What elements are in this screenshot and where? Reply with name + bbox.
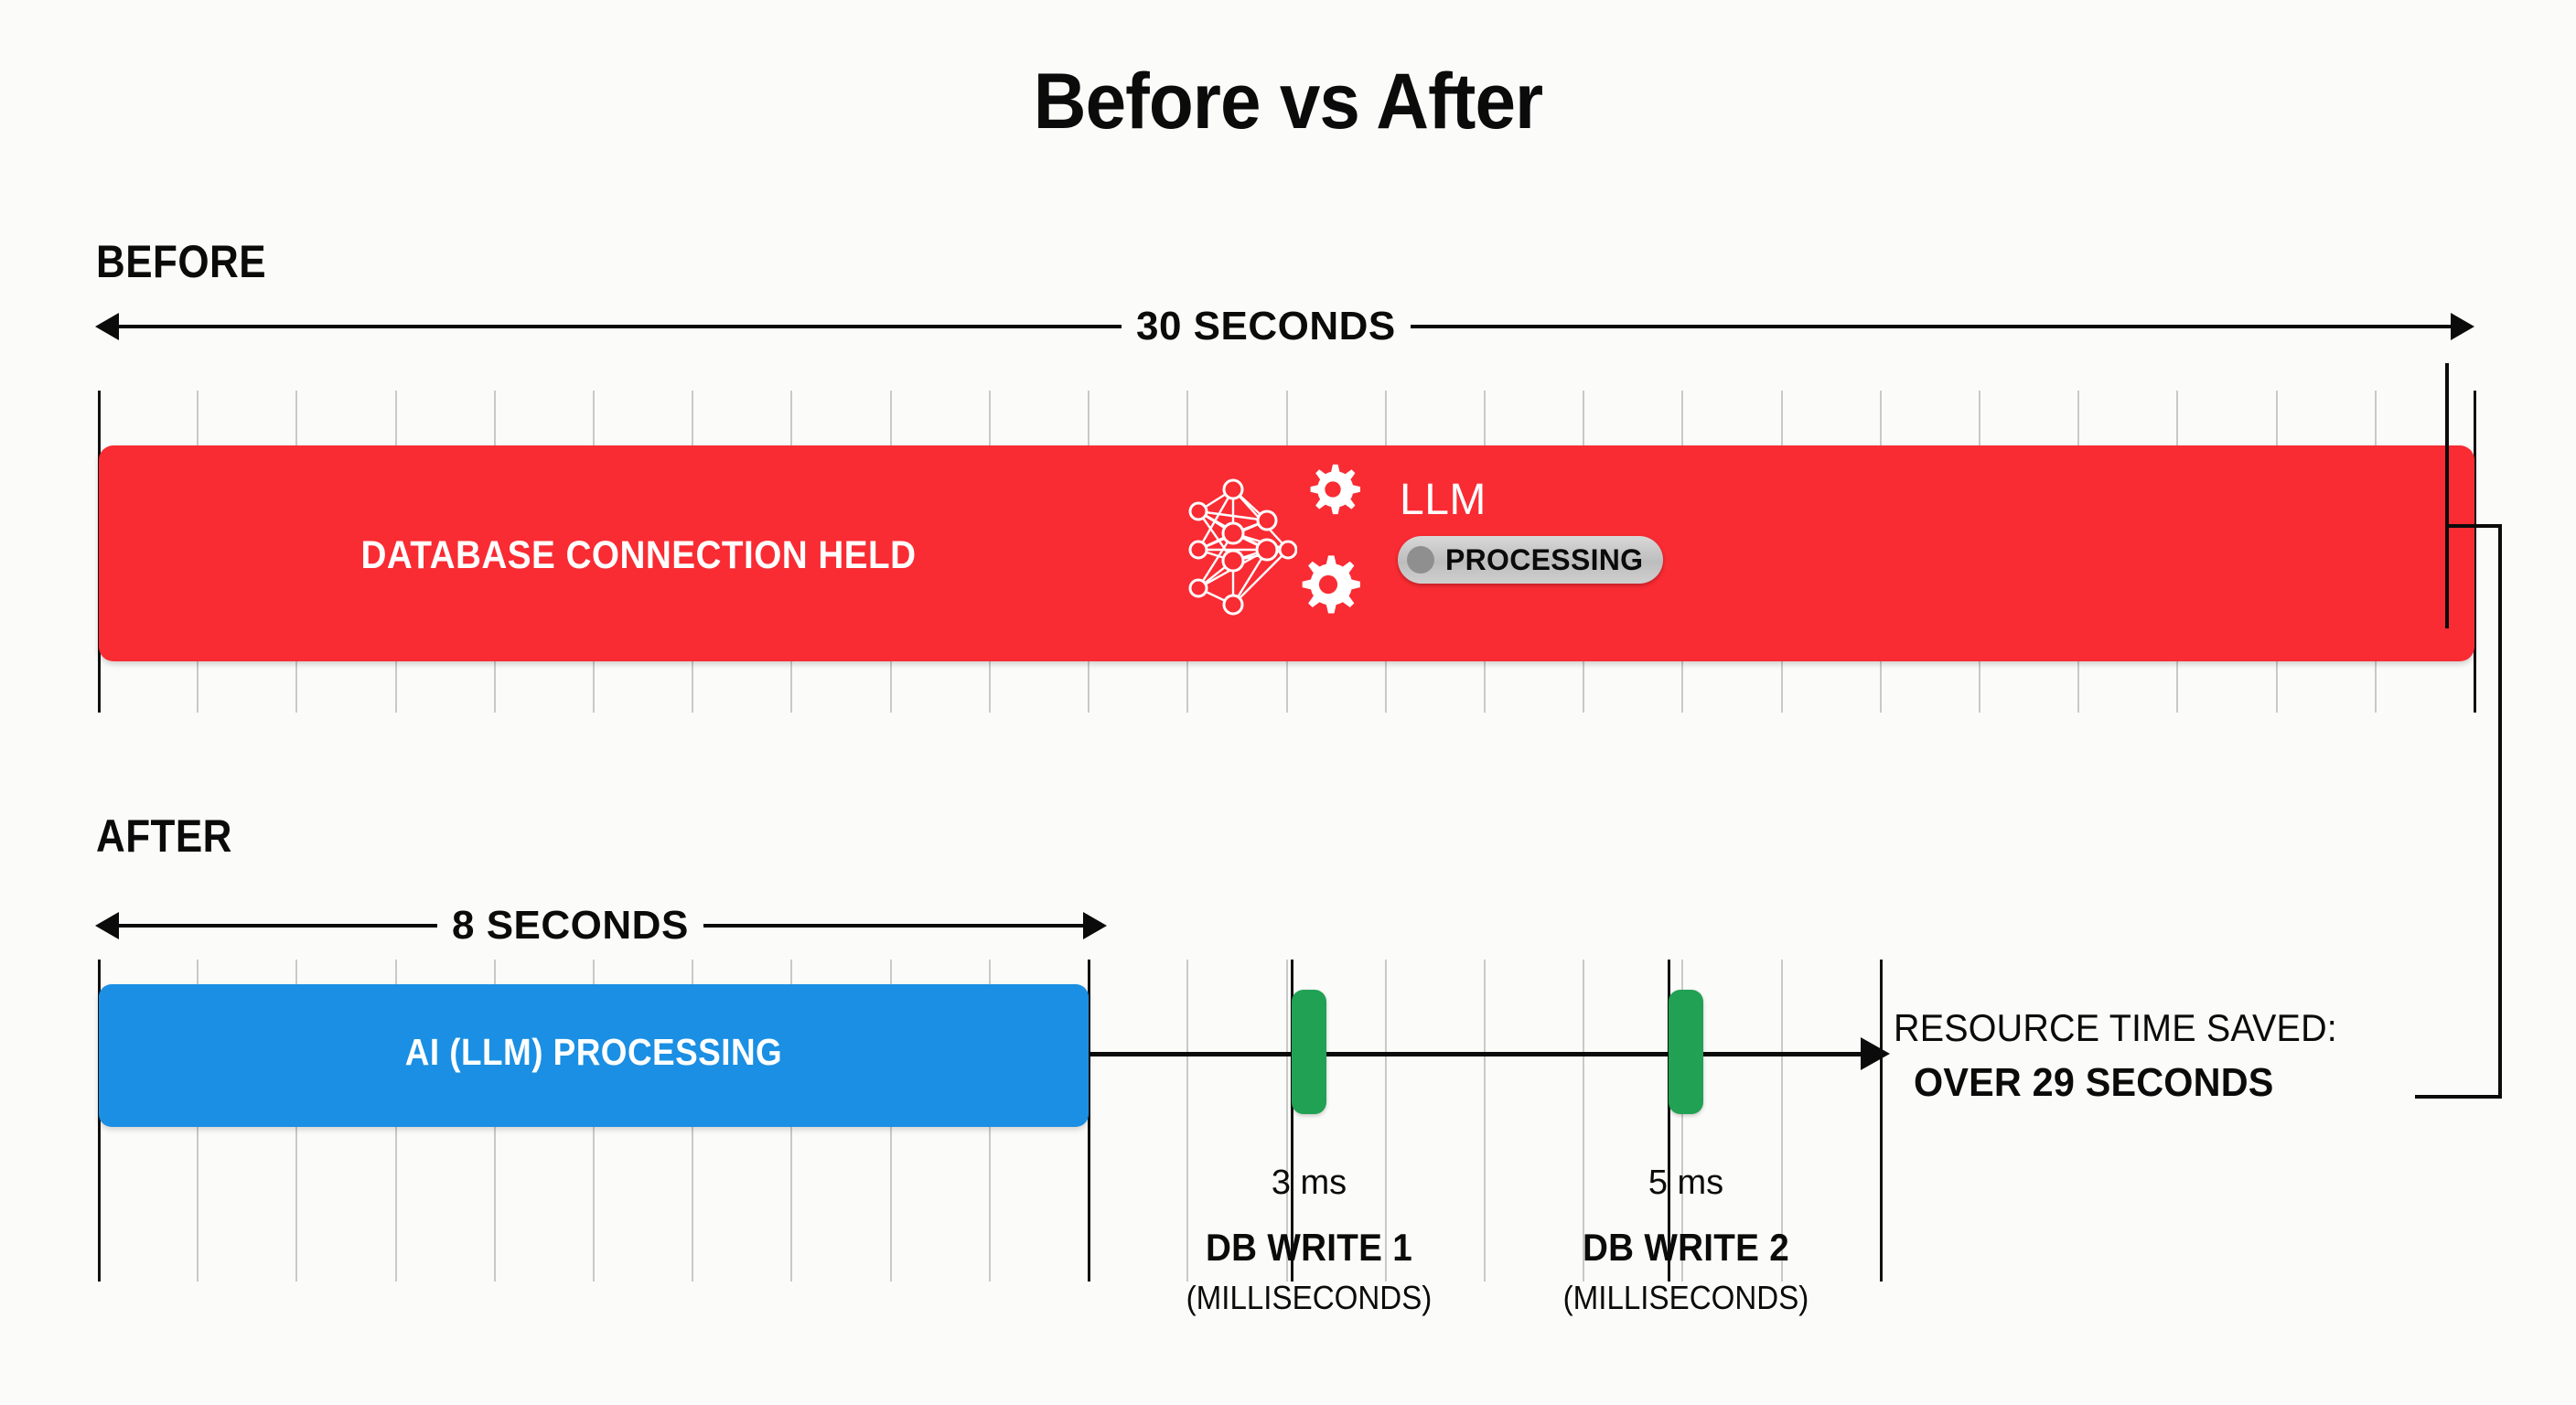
- db-write-unit: (MILLISECONDS): [1562, 1279, 1809, 1316]
- status-badge: PROCESSING: [1398, 536, 1664, 584]
- status-dot-icon: [1407, 546, 1434, 574]
- db-write-marker: [1292, 990, 1326, 1114]
- status-badge-label: PROCESSING: [1445, 542, 1644, 576]
- axis-end-tick: [98, 960, 101, 1282]
- llm-badge-group: LLM PROCESSING: [1180, 455, 1692, 652]
- axis-tick: [1186, 960, 1189, 1282]
- before-bar-label: DATABASE CONNECTION HELD: [360, 533, 917, 577]
- axis-tick: [1780, 960, 1783, 1282]
- resource-saved-value: OVER 29 SECONDS: [1914, 1060, 2274, 1105]
- after-bar-label: AI (LLM) PROCESSING: [404, 1031, 783, 1073]
- after-dimension-arrow-right: [1083, 912, 1107, 939]
- db-write-marker: [1669, 990, 1703, 1114]
- db-write-value: 3 ms: [1271, 1164, 1347, 1202]
- neural-network-icon: [1188, 478, 1297, 616]
- db-write-unit: (MILLISECONDS): [1186, 1279, 1433, 1316]
- before-dimension-arrow-right: [2451, 313, 2474, 340]
- connector-bracket-vertical: [2498, 524, 2502, 1099]
- before-dimension-arrow-left: [95, 313, 119, 340]
- page-title: Before vs After: [1033, 58, 1543, 145]
- db-write-1-tick: [1291, 960, 1293, 1282]
- connector-bracket-top: [2445, 524, 2502, 528]
- after-axis-start-tick: [1088, 960, 1090, 1282]
- section-label-after: AFTER: [96, 810, 232, 862]
- gear-icon: [1310, 464, 1361, 515]
- axis-end-tick: [1879, 960, 1883, 1282]
- db-write-label: DB WRITE 2: [1582, 1226, 1790, 1269]
- after-timeline-arrow: [1861, 1037, 1890, 1070]
- db-write-value: 5 ms: [1648, 1164, 1724, 1202]
- after-dimension-arrow-left: [95, 912, 119, 939]
- gear-icon: [1302, 555, 1360, 614]
- axis-tick: [1583, 960, 1585, 1282]
- axis-tick: [1384, 960, 1387, 1282]
- axis-tick: [1285, 960, 1288, 1282]
- after-timeline-axis: [1089, 1052, 1864, 1056]
- db-write-2-tick: [1668, 960, 1670, 1282]
- axis-end-tick: [2474, 391, 2476, 713]
- llm-title: LLM: [1400, 476, 1487, 524]
- db-write-label: DB WRITE 1: [1205, 1226, 1413, 1269]
- after-bar: AI (LLM) PROCESSING: [99, 984, 1089, 1127]
- connector-bracket-bottom: [2415, 1095, 2502, 1099]
- before-duration-caption: 30 SECONDS: [1122, 304, 1411, 349]
- after-duration-caption: 8 SECONDS: [437, 903, 703, 949]
- resource-saved-label: RESOURCE TIME SAVED:: [1894, 1006, 2337, 1049]
- section-label-before: BEFORE: [96, 236, 266, 287]
- connector-bracket-stub: [2445, 363, 2449, 628]
- axis-tick: [1483, 960, 1486, 1282]
- axis-tick: [1681, 960, 1684, 1282]
